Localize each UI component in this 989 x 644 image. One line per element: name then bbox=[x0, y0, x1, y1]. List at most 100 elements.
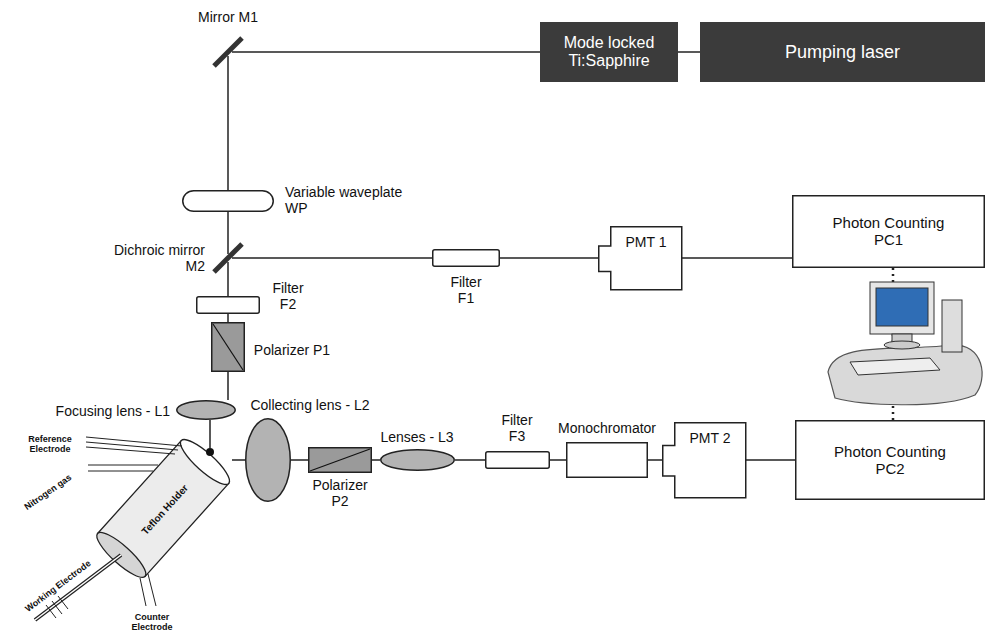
polarizer-axis bbox=[213, 324, 243, 370]
polarizer-body bbox=[309, 448, 372, 473]
beam-path bbox=[227, 372, 229, 400]
shape-outline bbox=[308, 447, 372, 473]
beam-path bbox=[232, 459, 245, 461]
beam-path bbox=[500, 257, 598, 259]
laser-housing bbox=[540, 22, 678, 82]
component-label: Teflon Holder bbox=[137, 479, 194, 540]
pmt-outline bbox=[663, 423, 746, 498]
counter-wire bbox=[140, 578, 146, 606]
beam-path bbox=[678, 51, 700, 53]
holder-front-face bbox=[175, 434, 235, 490]
component-label: Monochromator bbox=[552, 420, 662, 436]
photomultiplier: PMT 2 bbox=[662, 422, 746, 498]
component-label: PMT 1 bbox=[618, 234, 674, 250]
shape-outline bbox=[182, 190, 274, 212]
electrode-hatch bbox=[52, 601, 62, 614]
component-label: Mirror M1 bbox=[198, 9, 258, 25]
instrument-box bbox=[796, 421, 985, 500]
monitor-base bbox=[884, 341, 920, 349]
laser-housing bbox=[700, 22, 985, 82]
mirror: Mirror M1 bbox=[224, 48, 232, 56]
electrode-hatch bbox=[58, 596, 68, 609]
cell-illustration bbox=[35, 434, 235, 620]
computer-illustration bbox=[828, 282, 982, 405]
beam-path bbox=[372, 459, 380, 461]
beam-path bbox=[227, 314, 229, 322]
polarizer: Polarizer P2 bbox=[308, 447, 372, 473]
component-label: Polarizer P1 bbox=[252, 342, 332, 358]
shape-outline bbox=[245, 418, 291, 502]
shape-outline bbox=[196, 296, 260, 314]
instrument-box bbox=[793, 196, 985, 268]
component-label: Filter F3 bbox=[492, 412, 542, 444]
component-label: PMT 2 bbox=[682, 430, 738, 446]
electrode-hatch bbox=[46, 605, 56, 618]
sample-spot bbox=[206, 448, 214, 456]
shape-outline bbox=[211, 322, 245, 372]
component-label: Polarizer P2 bbox=[305, 477, 375, 509]
electrochemical-cell: Reference ElectrodeNitrogen gasTeflon Ho… bbox=[95, 448, 232, 578]
counter-wire bbox=[148, 574, 156, 606]
shape-outline bbox=[224, 48, 232, 56]
component-label: Collecting lens - L2 bbox=[240, 397, 380, 413]
polarizer: Polarizer P1 bbox=[211, 322, 245, 372]
desk-pad bbox=[828, 345, 982, 405]
filter-outline bbox=[433, 250, 500, 267]
beam-path bbox=[232, 51, 540, 53]
gas-tube bbox=[88, 471, 153, 472]
counter-box: Photon Counting PC2 bbox=[795, 420, 985, 500]
filter-outline bbox=[197, 297, 260, 314]
component-label: Focusing lens - L1 bbox=[20, 403, 170, 419]
keyboard bbox=[850, 358, 940, 375]
shape-outline bbox=[566, 442, 648, 478]
shape-outline bbox=[432, 249, 500, 267]
reference-wire bbox=[86, 442, 178, 450]
lens-outline bbox=[381, 450, 455, 471]
polarizer-body bbox=[212, 323, 245, 372]
reference-wire bbox=[86, 437, 182, 446]
component-label: Pumping laser bbox=[743, 42, 943, 63]
component-label: Filter F2 bbox=[263, 280, 313, 312]
beam-path bbox=[227, 212, 229, 254]
beam-path bbox=[291, 459, 308, 461]
shape-outline bbox=[176, 400, 236, 420]
component-label: Counter Electrode bbox=[126, 612, 178, 633]
component-label: Photon Counting PC1 bbox=[824, 214, 954, 249]
laser-box: Mode locked Ti:Sapphire bbox=[540, 22, 678, 82]
beam-path bbox=[209, 420, 211, 448]
beam-path bbox=[648, 459, 662, 461]
monitor-frame bbox=[870, 282, 934, 334]
computer-tower bbox=[942, 300, 962, 352]
counter-box: Photon Counting PC1 bbox=[792, 195, 985, 268]
beam-path bbox=[227, 56, 229, 190]
pmt-outline bbox=[599, 227, 682, 290]
component-label: Nitrogen gas bbox=[16, 468, 79, 517]
component-label: Dichroic mirror M2 bbox=[95, 242, 205, 274]
component-label: Photon Counting PC2 bbox=[825, 443, 955, 478]
lens: Collecting lens - L2 bbox=[245, 418, 291, 502]
laser-box: Pumping laser bbox=[700, 22, 985, 82]
shape-outline bbox=[224, 254, 232, 262]
component-label: Mode locked Ti:Sapphire bbox=[549, 34, 669, 71]
polarizer-axis bbox=[310, 449, 370, 471]
shape-outline bbox=[485, 451, 550, 469]
filter-outline bbox=[486, 452, 550, 469]
beam-path bbox=[455, 459, 485, 461]
monitor-screen bbox=[876, 288, 928, 326]
monochromator-box: Monochromator bbox=[566, 442, 648, 478]
dichroic-mirror: Dichroic mirror M2 bbox=[224, 254, 232, 262]
mirror-plate bbox=[214, 244, 242, 272]
instrument-box bbox=[567, 443, 648, 478]
shape-outline bbox=[380, 449, 455, 471]
component-label: Reference Electrode bbox=[20, 434, 80, 455]
beam-path bbox=[227, 262, 229, 296]
beam-path bbox=[746, 459, 795, 461]
lens: Lenses - L3 bbox=[380, 449, 455, 471]
lens: Focusing lens - L1 bbox=[176, 400, 236, 420]
mirror-plate bbox=[214, 38, 242, 66]
component-label: Variable waveplate WP bbox=[285, 184, 425, 216]
beam-path bbox=[232, 257, 432, 259]
beam-path bbox=[550, 459, 566, 461]
